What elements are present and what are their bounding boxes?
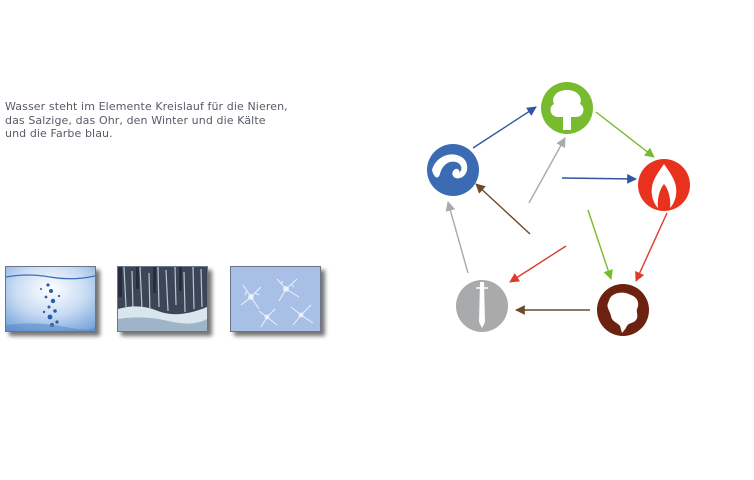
arrow-fire-inner-to-metal: [509, 245, 567, 283]
arrow-water-inner-to-fire: [561, 173, 637, 184]
fire-element-icon[interactable]: [638, 159, 690, 211]
water-element-icon[interactable]: [427, 144, 479, 196]
description-line-1: Wasser steht im Elemente Kreislauf für d…: [5, 100, 288, 113]
arrow-earth-inner-to-water: [475, 183, 531, 235]
description-line-2: das Salzige, das Ohr, den Winter und die…: [5, 113, 266, 127]
description-text: Wasser steht im Elemente Kreislauf für d…: [5, 100, 325, 141]
five-elements-cycle-diagram: [427, 82, 690, 336]
frost-crystals-image[interactable]: [230, 266, 321, 332]
arrow-water-to-wood: [472, 106, 537, 149]
arrow-metal-to-water: [445, 201, 469, 274]
description-line-3: und die Farbe blau.: [5, 127, 113, 140]
arrow-fire-to-earth: [635, 212, 668, 282]
wood-element-icon[interactable]: [541, 82, 593, 134]
water-bubbles-image[interactable]: [5, 266, 96, 332]
arrow-wood-to-fire: [595, 111, 655, 158]
arrow-metal-inner-to-wood: [528, 137, 566, 204]
earth-element-icon[interactable]: [597, 284, 649, 336]
metal-element-icon[interactable]: [456, 280, 508, 332]
arrow-wood-inner-to-earth: [587, 209, 613, 280]
waterfall-image[interactable]: [117, 266, 208, 332]
